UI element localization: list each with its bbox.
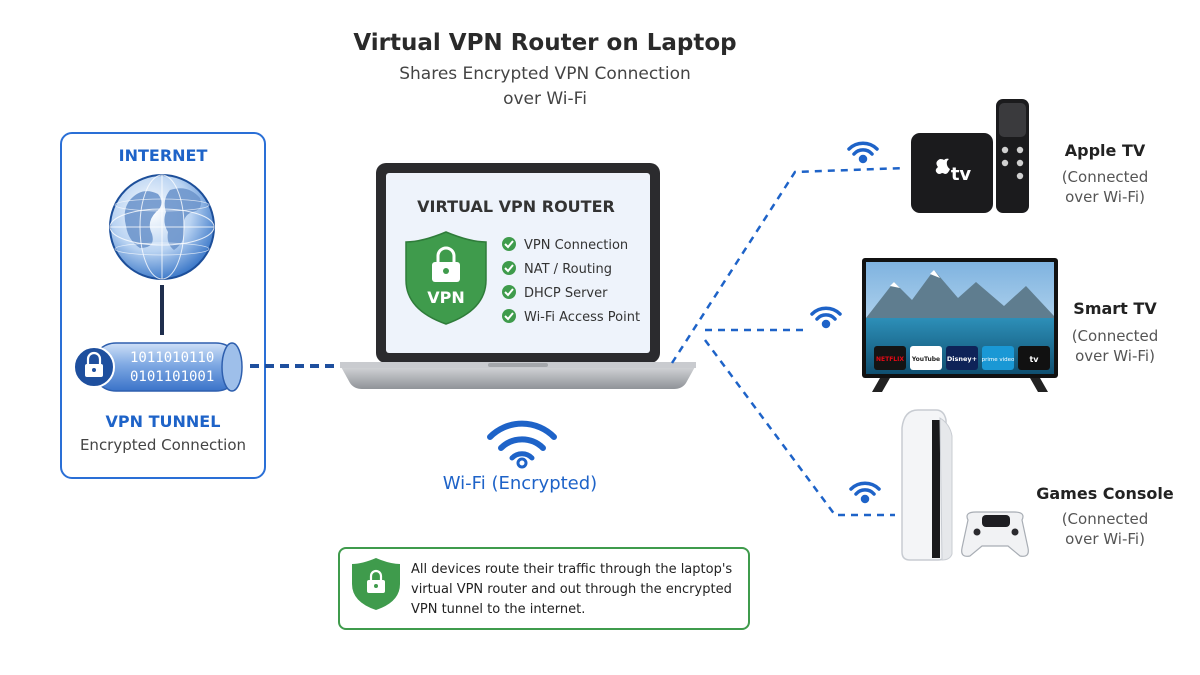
feature-item: NAT / Routing [524,262,612,277]
wifi-icon [849,481,881,504]
check-icon [502,309,516,323]
device-status-line: over Wi-Fi) [1065,188,1145,206]
diagram-subtitle-line2: over Wi-Fi [503,89,587,109]
device-status-line: (Connected [1061,168,1149,186]
device-status-line: (Connected [1071,327,1159,345]
device-status-line: over Wi-Fi) [1075,347,1155,365]
info-text-line: VPN tunnel to the internet. [411,602,586,617]
info-text-line: virtual VPN router and out through the e… [411,582,732,597]
diagram-subtitle-line1: Shares Encrypted VPN Connection [399,64,691,84]
feature-item: VPN Connection [524,238,628,253]
app-tile-disney: Disney+ [947,355,977,363]
device-connection-lines [670,166,906,517]
laptop-screen-title: VIRTUAL VPN ROUTER [417,197,615,216]
info-callout-box [338,547,750,630]
app-tile-prime: prime video [982,357,1015,363]
wifi-icon [847,141,879,164]
vpn-shield-icon: VPN [405,231,487,325]
binary-line-1: 1011010110 [130,350,214,366]
app-tile-appletv: tv [1029,355,1039,364]
info-callout-text: All devices route their traffic through … [411,560,741,620]
check-icon [502,285,516,299]
device-status-line: (Connected [1061,510,1149,528]
check-icon [502,237,516,251]
device-status-games-console: (Connected over Wi-Fi) [1035,509,1175,549]
diagram-title: Virtual VPN Router on Laptop [353,30,737,56]
device-name-smart-tv: Smart TV [1073,299,1157,318]
wifi-encrypted-label: Wi-Fi (Encrypted) [442,473,598,494]
feature-item: DHCP Server [524,286,608,301]
internet-label: INTERNET [118,146,208,165]
shield-vpn-label: VPN [427,288,465,307]
apple-tv-logo-text: tv [951,164,972,185]
vpn-tunnel-title: VPN TUNNEL [105,412,221,431]
internet-panel [60,132,266,479]
games-console-device [901,409,1029,561]
device-name-games-console: Games Console [1036,484,1174,503]
appletv-connection-line [670,166,906,364]
smart-tv-device: NETFLIX YouTube Disney+ prime video tv [862,258,1058,392]
feature-item: Wi-Fi Access Point [524,310,640,325]
binary-line-2: 0101101001 [130,369,214,385]
vpn-tunnel-tube: 1011010110 0101101001 [73,342,243,392]
app-tile-youtube: YouTube [911,356,940,363]
wifi-icon [810,306,842,329]
device-status-apple-tv: (Connected over Wi-Fi) [1045,167,1165,207]
vpn-tunnel-subtitle: Encrypted Connection [79,436,247,454]
globe-icon [109,174,215,280]
device-status-line: over Wi-Fi) [1065,530,1145,548]
wifi-icon [487,420,557,469]
check-icon [502,261,516,275]
apple-tv-device: tv [911,99,1029,213]
lock-icon [85,351,103,377]
device-name-apple-tv: Apple TV [1064,141,1146,160]
device-status-smart-tv: (Connected over Wi-Fi) [1055,326,1175,366]
info-text-line: All devices route their traffic through … [411,562,733,577]
shield-lock-icon [352,558,400,610]
app-tile-netflix: NETFLIX [876,356,904,363]
